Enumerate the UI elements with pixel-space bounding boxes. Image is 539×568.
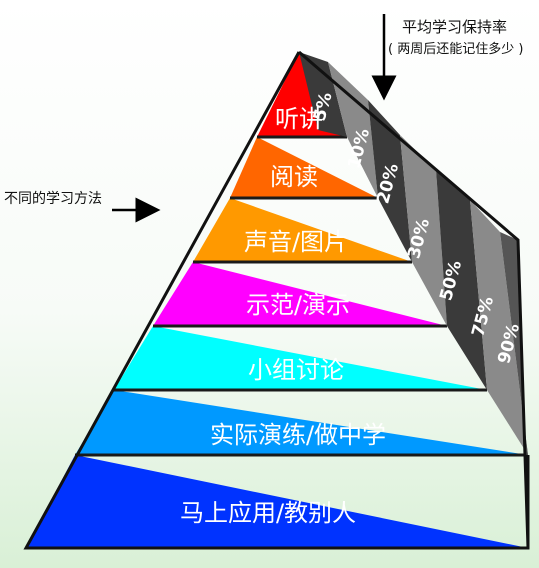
- band-level-7: [26, 455, 528, 548]
- band-level-3: [193, 198, 412, 262]
- level-label-7: 马上应用/教别人: [180, 499, 356, 527]
- band-level-4: [153, 262, 447, 326]
- pyramid-front-face: [26, 52, 528, 548]
- pyramid-outline: [23, 51, 530, 550]
- band-level-6: [75, 390, 528, 455]
- level-label-2: 阅读: [270, 163, 318, 191]
- level-label-6: 实际演练/做中学: [210, 421, 386, 449]
- retention-subtitle: ( 两周后还能记住多少 ): [388, 42, 524, 57]
- band-level-5: [114, 326, 487, 390]
- band-level-2: [230, 137, 378, 198]
- level-label-3: 声音/图片: [244, 228, 348, 256]
- band-dividers: [75, 135, 528, 457]
- methods-label: 不同的学习方法: [4, 191, 102, 207]
- level-label-1: 听讲: [275, 105, 323, 133]
- level-labels: 听讲 阅读 声音/图片 示范/演示 小组讨论 实际演练/做中学 马上应用/教别人: [180, 105, 386, 527]
- level-label-4: 示范/演示: [246, 291, 350, 319]
- retention-title: 平均学习保持率: [402, 18, 508, 36]
- level-label-5: 小组讨论: [248, 356, 344, 384]
